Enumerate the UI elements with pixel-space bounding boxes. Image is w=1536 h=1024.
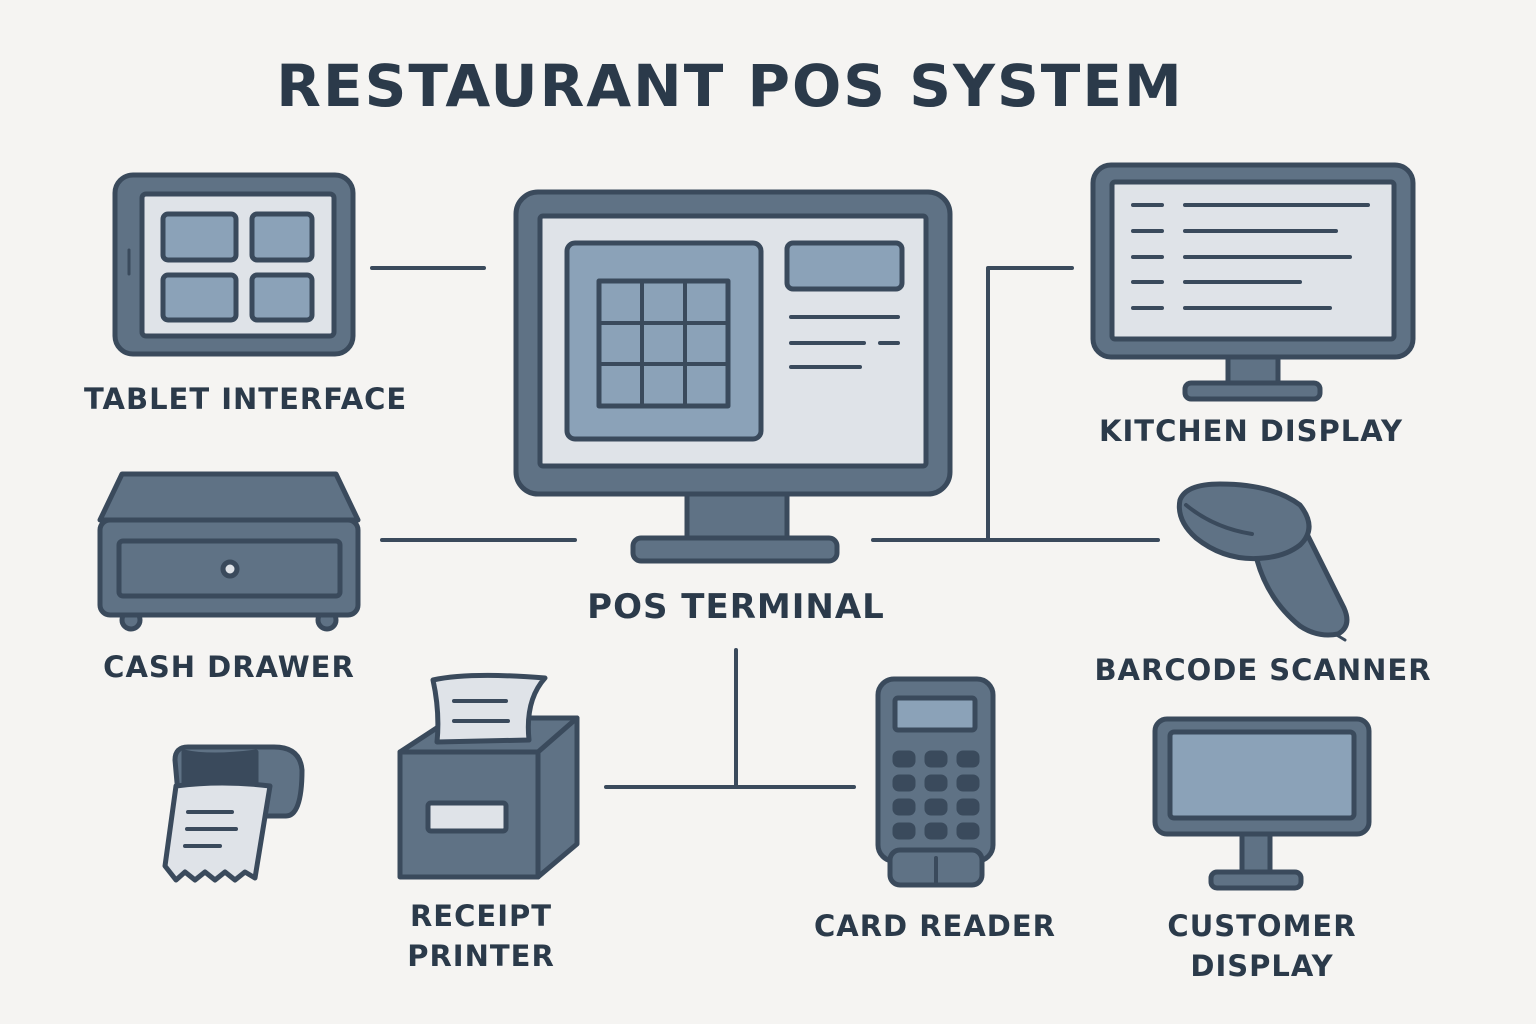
card-reader-icon [875,676,996,888]
cash-drawer-icon [97,471,361,632]
customer-display-icon [1152,716,1372,891]
tablet-interface-label: TABLET INTERFACE [84,382,408,416]
receipt-printer-label-line2: PRINTER [407,939,555,973]
tablet-icon [112,172,356,357]
kitchen-display-label: KITCHEN DISPLAY [1099,414,1403,448]
pos-terminal-label: POS TERMINAL [587,587,885,627]
barcode-scanner-icon [1176,481,1350,642]
connector-kitchen-branch [986,266,1074,542]
monitor-list-icon [1090,162,1416,402]
connector-lines [370,266,1160,789]
diagram-title: RESTAURANT POS SYSTEM [276,52,1184,120]
receipt-printer-label-line1: RECEIPT [409,899,553,933]
customer-display-label-line2: DISPLAY [1190,949,1334,983]
receipt-printer-icon [397,672,580,880]
receipt-icon [162,744,305,883]
monitor-icon [513,189,953,564]
customer-display-label-line1: CUSTOMER [1167,909,1357,943]
card-reader-label: CARD READER [813,909,1057,943]
cash-drawer-label: CASH DRAWER [103,650,355,684]
barcode-scanner-label: BARCODE SCANNER [1094,653,1432,687]
